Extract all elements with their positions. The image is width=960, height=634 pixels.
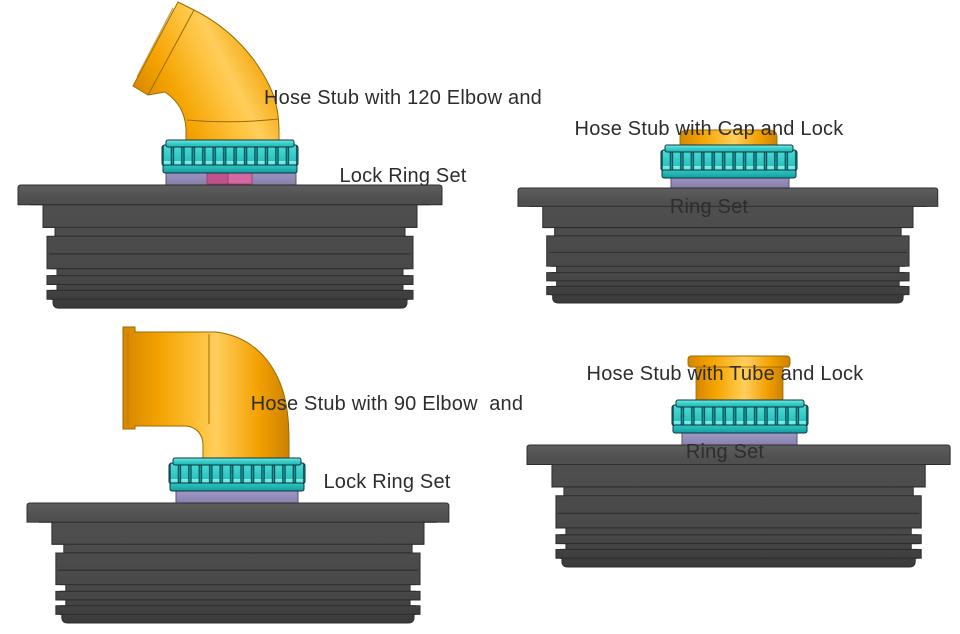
- label-elbow120-line2: Lock Ring Set: [339, 165, 467, 187]
- label-cap-line1: Hose Stub with Cap and Lock: [574, 118, 844, 140]
- label-elbow120: Hose Stub with 120 Elbow and Lock Ring S…: [238, 33, 568, 241]
- label-elbow90: Hose Stub with 90 Elbow and Lock Ring Se…: [222, 339, 552, 547]
- assembly-elbow90: [26, 326, 450, 624]
- label-cap: Hose Stub with Cap and Lock Ring Set: [556, 64, 862, 272]
- elbow-120-fitting: [132, 1, 280, 149]
- label-tube: Hose Stub with Tube and Lock Ring Set: [566, 309, 884, 517]
- tube-fitting: [687, 355, 791, 407]
- assembly-cap: [517, 129, 939, 304]
- assembly-elbow120: [17, 1, 443, 309]
- label-cap-line2: Ring Set: [669, 196, 749, 218]
- label-elbow90-line2: Lock Ring Set: [323, 471, 451, 493]
- label-elbow120-line1: Hose Stub with 120 Elbow and: [264, 87, 542, 109]
- assembly-tube: [526, 355, 951, 568]
- elbow-90-fitting: [122, 326, 290, 463]
- label-tube-line2: Ring Set: [685, 441, 765, 463]
- label-elbow90-line1: Hose Stub with 90 Elbow and: [250, 393, 524, 415]
- label-tube-line1: Hose Stub with Tube and Lock: [586, 363, 864, 385]
